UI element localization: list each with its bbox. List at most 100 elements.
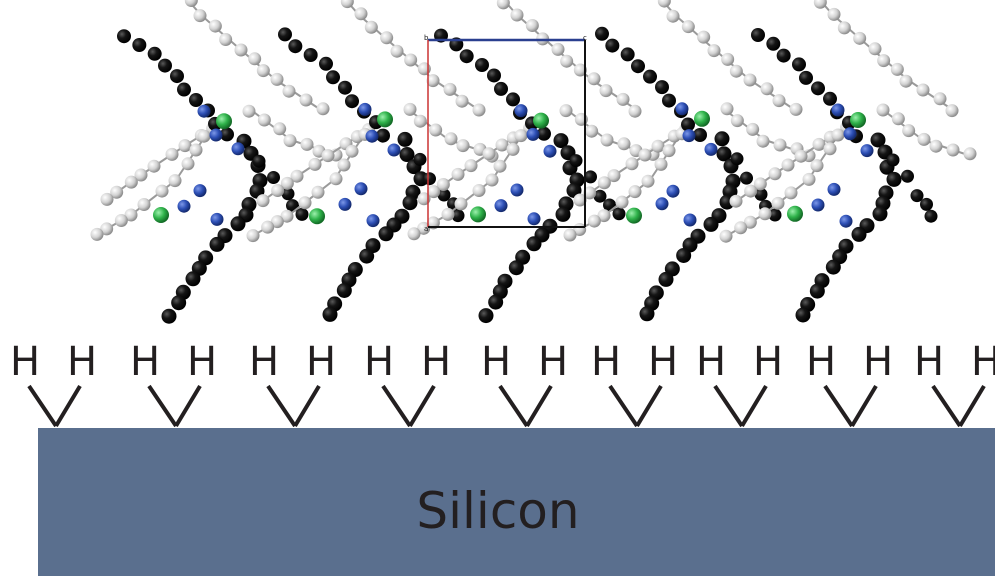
dark-carbon-atom: [768, 208, 782, 222]
dark-carbon-atom: [703, 216, 719, 232]
light-carbon-atom: [147, 159, 161, 173]
light-carbon-atom: [730, 114, 744, 128]
light-carbon-atom: [219, 33, 233, 47]
si-h-bond: [498, 384, 529, 428]
light-carbon-atom: [587, 214, 601, 228]
light-carbon-atom: [311, 185, 325, 199]
light-carbon-atom: [812, 137, 826, 151]
light-carbon-atom: [155, 184, 169, 198]
dark-carbon-atom: [693, 128, 707, 142]
light-carbon-atom: [271, 183, 285, 197]
light-carbon-atom: [100, 192, 114, 206]
dark-carbon-atom: [730, 152, 744, 166]
light-carbon-atom: [813, 0, 827, 9]
dark-carbon-atom: [537, 126, 551, 141]
silicon-substrate: [38, 428, 995, 576]
si-h-bond: [931, 384, 962, 428]
dark-carbon-atom: [288, 39, 303, 54]
dark-carbon-atom: [506, 92, 520, 107]
light-carbon-atom: [917, 132, 931, 146]
dark-carbon-atom: [886, 153, 900, 167]
hydrogen-atom-label: H: [130, 339, 160, 385]
light-carbon-atom: [877, 54, 891, 68]
light-carbon-atom: [496, 0, 510, 10]
dark-carbon-atom: [655, 80, 669, 95]
light-carbon-atom: [168, 174, 182, 188]
light-carbon-atom: [280, 176, 294, 190]
si-h-bond: [823, 384, 854, 428]
dark-carbon-atom: [322, 306, 338, 322]
si-h-bond: [174, 384, 202, 428]
light-carbon-atom: [329, 172, 343, 186]
dark-carbon-atom: [910, 189, 924, 203]
dark-carbon-atom: [378, 226, 394, 242]
light-carbon-atom: [364, 20, 378, 34]
hydrogen-atom-label: H: [863, 339, 893, 385]
light-carbon-atom: [890, 62, 904, 76]
light-carbon-atom: [510, 8, 524, 22]
hydrogen-atom-label: H: [753, 339, 783, 385]
dark-carbon-atom: [177, 82, 191, 97]
metal-atom: [377, 111, 393, 128]
dark-carbon-atom: [161, 308, 177, 324]
dark-carbon-atom: [870, 132, 886, 148]
molecule: [719, 0, 977, 323]
light-carbon-atom: [124, 175, 138, 189]
light-carbon-atom: [876, 103, 890, 117]
light-carbon-atom: [697, 30, 711, 44]
light-carbon-atom: [616, 92, 630, 106]
light-carbon-atom: [916, 83, 930, 97]
dark-carbon-atom: [508, 260, 524, 276]
light-carbon-atom: [493, 159, 507, 173]
metal-atom: [694, 110, 710, 127]
light-carbon-atom: [300, 137, 314, 151]
metal-atom: [626, 207, 642, 224]
nitrogen-atom: [860, 144, 874, 158]
unit-cell-label-b: b: [424, 34, 429, 42]
metal-atom: [533, 112, 549, 129]
light-carbon-atom: [308, 157, 322, 171]
light-carbon-atom: [273, 122, 287, 136]
si-h-bond: [54, 384, 82, 428]
substrate-label: Silicon: [416, 482, 579, 540]
dark-carbon-atom: [158, 58, 172, 73]
dark-carbon-atom: [494, 81, 508, 96]
dark-carbon-atom: [230, 216, 246, 232]
hydrogen-atom-label: H: [971, 339, 995, 385]
light-carbon-atom: [316, 102, 330, 116]
light-carbon-atom: [455, 94, 469, 108]
light-carbon-atom: [868, 42, 882, 56]
nitrogen-atom: [526, 127, 540, 141]
light-carbon-atom: [181, 157, 195, 171]
light-carbon-atom: [124, 208, 138, 222]
nitrogen-atom: [514, 104, 528, 118]
unit-cell-label-c: c: [583, 34, 587, 42]
dark-carbon-atom: [809, 283, 825, 299]
light-carbon-atom: [638, 148, 652, 162]
light-carbon-atom: [110, 185, 124, 199]
nitrogen-atom: [675, 102, 689, 116]
si-h-bond: [381, 384, 412, 428]
light-carbon-atom: [651, 139, 665, 153]
dark-carbon-atom: [920, 197, 933, 211]
light-carbon-atom: [729, 194, 743, 208]
hydrogen-atom-label: H: [538, 339, 568, 385]
hydrogen-atom-label: H: [364, 339, 394, 385]
light-carbon-atom: [560, 54, 574, 68]
si-h-bond: [525, 384, 553, 428]
light-carbon-atom: [625, 157, 639, 171]
light-carbon-atom: [760, 82, 774, 96]
dark-carbon-atom: [643, 69, 657, 84]
light-carbon-atom: [257, 113, 271, 127]
dark-carbon-atom: [631, 59, 645, 74]
light-carbon-atom: [719, 229, 733, 243]
light-carbon-atom: [707, 44, 721, 58]
light-carbon-atom: [137, 198, 151, 212]
light-carbon-atom: [600, 133, 614, 147]
dark-carbon-atom: [475, 58, 489, 72]
light-carbon-atom: [514, 129, 528, 143]
